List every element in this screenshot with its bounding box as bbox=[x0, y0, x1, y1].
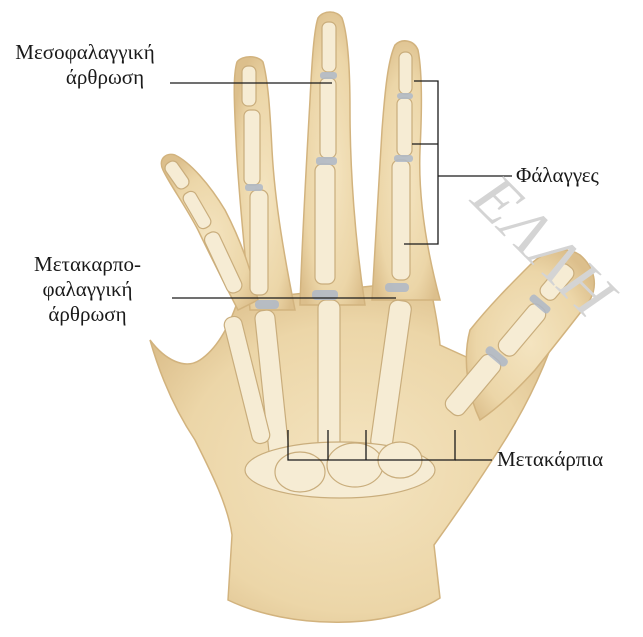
phalanges-label: Φάλαγγες bbox=[516, 163, 599, 188]
index-middle-phalanx bbox=[397, 98, 412, 156]
pip-joint-label: Μεσοφαλαγγική άρθρωση bbox=[0, 40, 170, 90]
middle-metacarpal bbox=[318, 300, 340, 460]
metacarpals-label: Μετακάρπια bbox=[497, 447, 603, 472]
ring-pip-joint bbox=[245, 184, 263, 191]
index-proximal-phalanx bbox=[392, 160, 410, 280]
ring-distal-phalanx bbox=[242, 66, 256, 106]
pip-joint-label-line-2: άρθρωση bbox=[0, 65, 170, 90]
carpal-bone-a bbox=[275, 452, 325, 492]
carpal-bone-b bbox=[327, 443, 383, 487]
ring-mcp-joint bbox=[255, 300, 279, 309]
middle-distal-phalanx bbox=[322, 22, 336, 72]
index-pip-joint bbox=[394, 155, 413, 162]
mcp-joint-label-line-2: φαλαγγική bbox=[0, 277, 175, 302]
middle-pip-joint bbox=[316, 157, 337, 165]
index-distal-phalanx bbox=[399, 52, 412, 94]
index-mcp-joint bbox=[385, 283, 409, 292]
mcp-joint-label: Μετακαρπο- φαλαγγική άρθρωση bbox=[0, 252, 175, 327]
mcp-joint-label-line-1: Μετακαρπο- bbox=[0, 252, 175, 277]
index-dip-joint bbox=[397, 93, 413, 99]
pip-joint-label-line-1: Μεσοφαλαγγική bbox=[0, 40, 170, 65]
middle-dip-joint bbox=[320, 72, 337, 79]
ring-middle-phalanx bbox=[244, 110, 260, 185]
middle-proximal-phalanx bbox=[315, 164, 335, 284]
mcp-joint-label-line-3: άρθρωση bbox=[0, 302, 175, 327]
ring-proximal-phalanx bbox=[250, 190, 268, 295]
middle-middle-phalanx bbox=[320, 78, 336, 158]
